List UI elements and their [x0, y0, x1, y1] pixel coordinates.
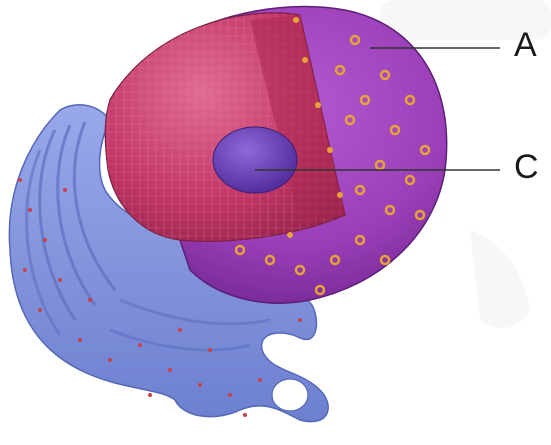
label-c: C: [514, 150, 539, 184]
label-a: A: [514, 28, 537, 62]
nucleolus: [213, 127, 297, 193]
